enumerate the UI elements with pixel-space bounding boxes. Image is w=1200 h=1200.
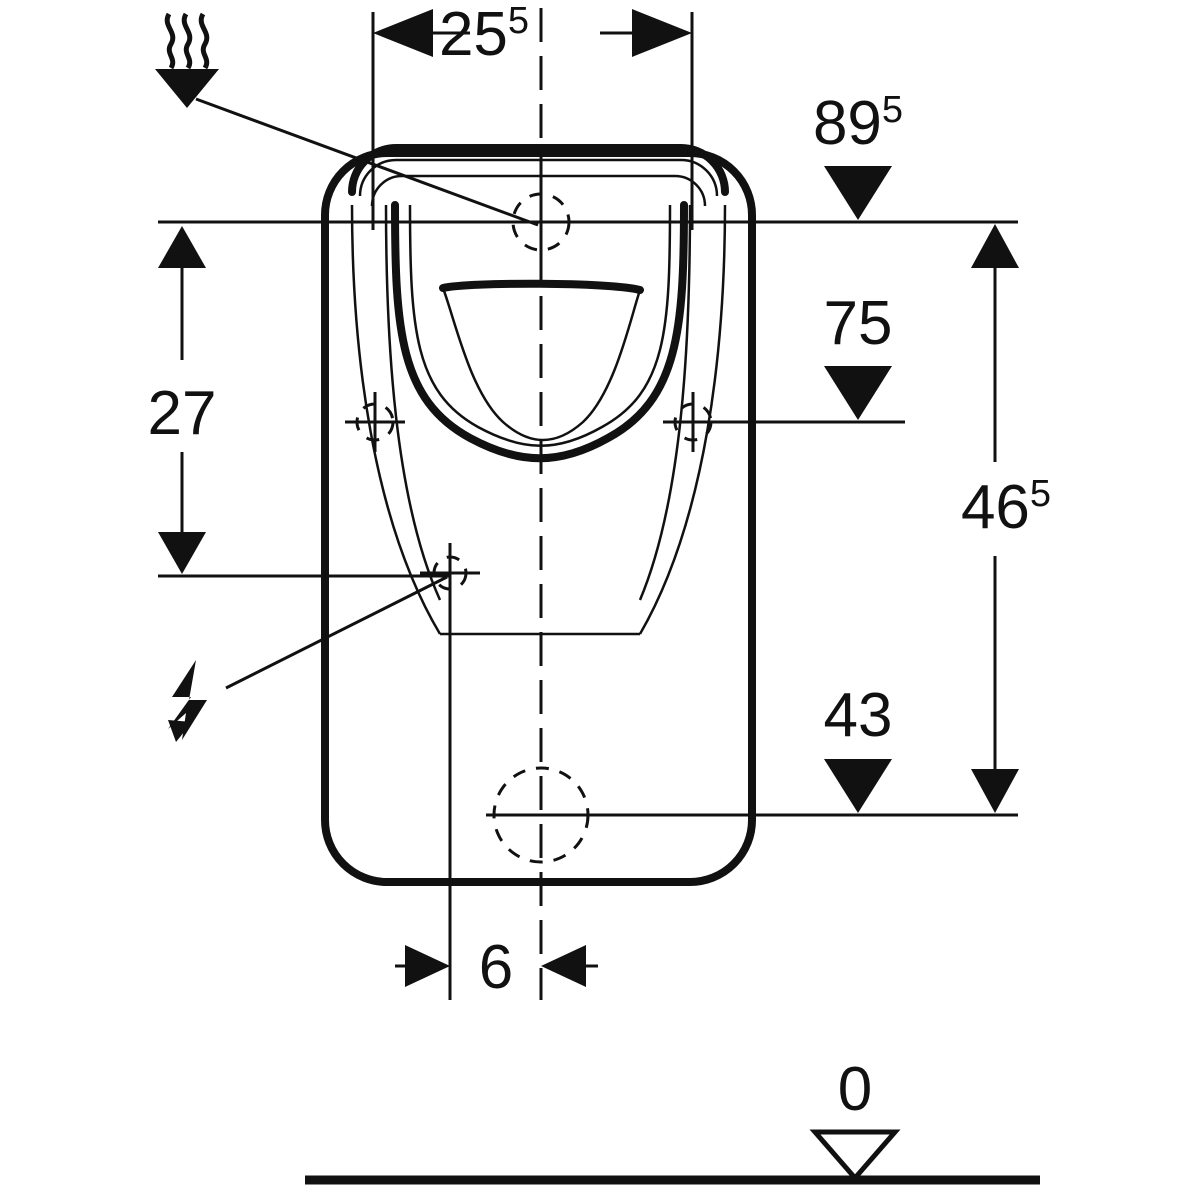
dim-label-fixing-hole-height: 75 — [824, 289, 893, 358]
dimension-bowl-height: 27 — [148, 226, 217, 574]
dim-label-overall-width: 255 — [439, 0, 529, 69]
floor-level-hollow-triangle — [809, 1129, 901, 1182]
reference-lines — [158, 220, 1018, 817]
dim-label-floor-datum: 0 — [838, 1055, 872, 1124]
dimension-water-inlet-height: 895 — [813, 89, 903, 220]
dim-label-electrical-offset: 6 — [479, 933, 513, 1002]
floor-datum-marker: 0 — [809, 1055, 901, 1182]
left-fixing-hole — [345, 392, 405, 452]
water-supply-triangle — [155, 69, 219, 108]
dim-label-drain-height: 43 — [824, 681, 893, 750]
lightning-bolt-icon — [168, 660, 207, 740]
water-supply-leader — [195, 97, 539, 227]
level-marker-triangle-drain — [824, 759, 892, 813]
dim-label-bowl-height: 27 — [148, 379, 217, 448]
dim-label-outlet-center-height: 465 — [961, 473, 1051, 542]
electrical-supply-symbol — [168, 575, 448, 742]
level-marker-triangle-water — [824, 166, 892, 220]
dimension-overall-width: 255 — [371, 0, 694, 230]
dimension-fixing-hole-height: 75 — [824, 289, 893, 420]
level-marker-triangle-fixing — [824, 366, 892, 420]
water-supply-symbol — [155, 12, 539, 227]
dim-label-water-inlet-height: 895 — [813, 89, 903, 158]
dimension-drain-height: 43 — [824, 681, 893, 813]
electrical-supply-leader — [225, 575, 448, 690]
dimension-outlet-center-height: 465 — [961, 224, 1051, 813]
lightning-bolt-arrow — [168, 720, 192, 742]
dimension-electrical-offset: 6 — [395, 573, 598, 1002]
